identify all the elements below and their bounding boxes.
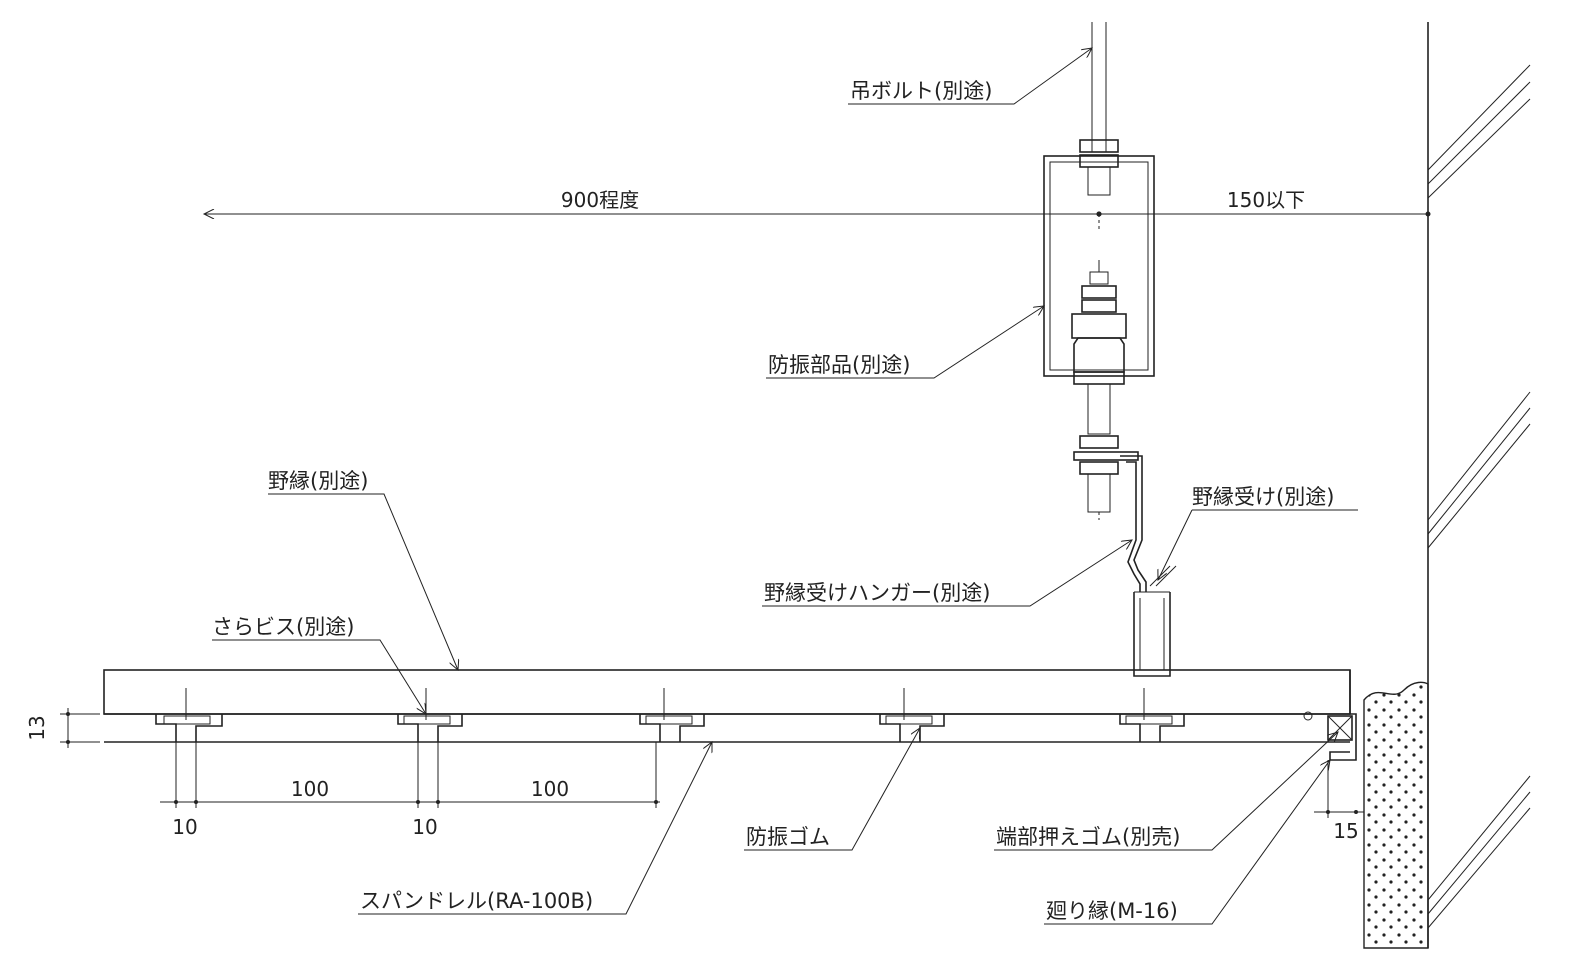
spandrel-label: スパンドレル(RA-100B)	[360, 889, 593, 913]
spandrel-joint	[1119, 714, 1185, 742]
furring-receiver	[1133, 565, 1177, 677]
gap-1-label: 10	[172, 815, 197, 839]
gap-2-label: 10	[412, 815, 437, 839]
anti-vibration-frame	[1043, 155, 1155, 377]
hanging-bolt-label: 吊ボルト(別途)	[850, 79, 992, 103]
span-dimension	[204, 212, 1431, 217]
thickness-label: 13	[25, 715, 49, 740]
wall	[1363, 22, 1531, 949]
wall-hatch	[1427, 64, 1531, 929]
furring-receiver-label: 野縁受け(別途)	[1192, 485, 1334, 509]
anti-vibration-part-label: 防振部品(別途)	[768, 353, 910, 377]
leader-lines	[212, 48, 1358, 925]
furring-label: 野縁(別途)	[268, 469, 368, 493]
edge-molding-label: 廻り縁(M-16)	[1046, 899, 1178, 923]
furring-receiver-hanger	[1120, 455, 1147, 592]
spandrel-joint	[639, 714, 705, 742]
wall-distance-label: 150以下	[1227, 188, 1305, 212]
pitch-2-label: 100	[531, 777, 569, 801]
spandrel	[104, 688, 1350, 743]
spandrel-joint	[397, 714, 463, 742]
edge-gap-dimension	[1314, 760, 1364, 818]
furring-receiver-hanger-label: 野縁受けハンガー(別途)	[764, 581, 990, 605]
hanging-bolt	[1043, 22, 1155, 520]
edge-gap-label: 15	[1333, 819, 1358, 843]
edge-molding	[1303, 670, 1357, 761]
spandrel-joint	[879, 714, 945, 742]
pitch-dimension	[160, 742, 660, 808]
anti-vibration-rubber-label: 防振ゴム	[746, 825, 830, 849]
wall-finish	[1363, 681, 1429, 949]
thickness-dimension	[60, 708, 100, 748]
pitch-1-label: 100	[291, 777, 329, 801]
end-rubber-label: 端部押えゴム(別売)	[996, 825, 1180, 849]
span-label: 900程度	[561, 188, 639, 212]
spandrel-joint	[155, 714, 223, 742]
countersunk-screw-label: さらビス(別途)	[212, 615, 354, 639]
